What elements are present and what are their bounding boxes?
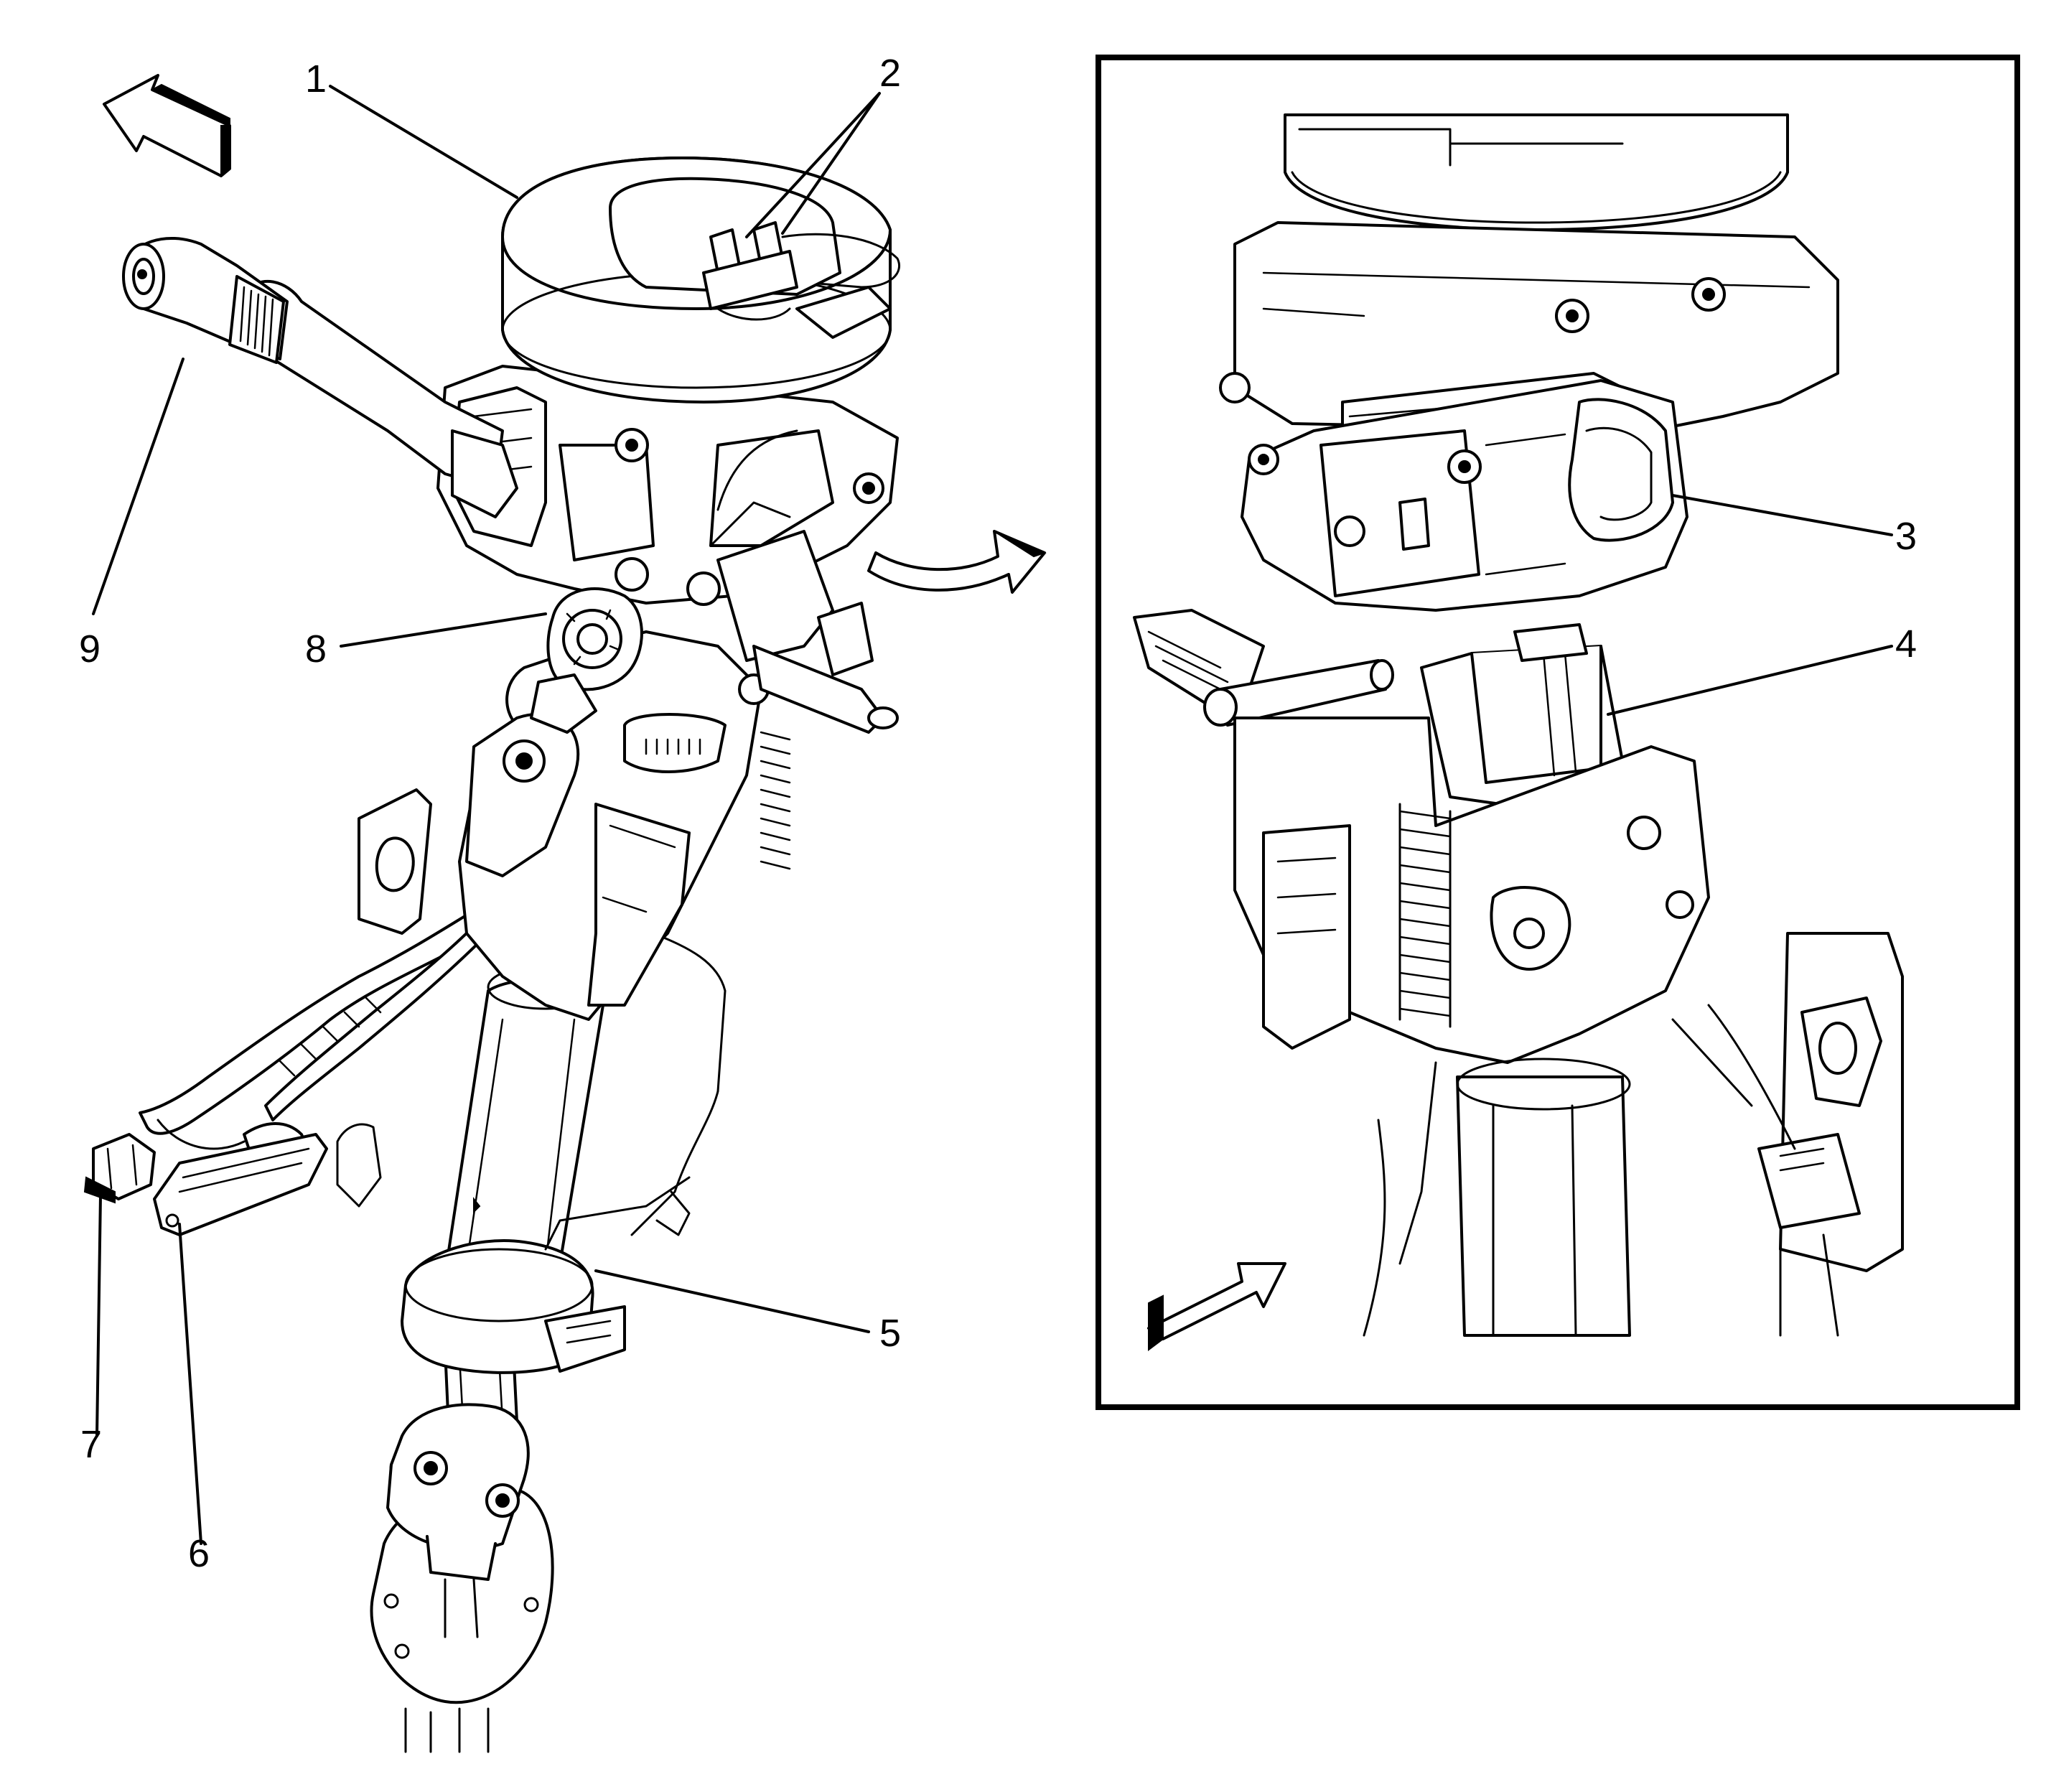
callout-7: 7	[80, 1423, 102, 1466]
module-4	[1420, 623, 1624, 806]
leader-2	[745, 92, 881, 238]
leader-4	[1607, 645, 1893, 716]
leader-1	[329, 85, 518, 199]
lock-housing-3	[1241, 379, 1688, 612]
callout-9: 9	[79, 627, 101, 671]
view-direction-arrow-icon	[1147, 1262, 1286, 1351]
main-view: 1 2 5 6 7 8 9	[79, 52, 1047, 1753]
curved-arrow-icon	[867, 530, 1047, 594]
callout-2: 2	[879, 52, 901, 95]
callout-6: 6	[188, 1532, 210, 1575]
leader-6	[178, 1223, 202, 1545]
multifunction-lever-9	[122, 237, 518, 518]
leader-7	[95, 1194, 102, 1437]
leader-3	[1671, 494, 1893, 536]
callout-3: 3	[1895, 515, 1917, 558]
leader-9	[92, 358, 184, 615]
column-bracket	[336, 788, 727, 1236]
upper-housing	[436, 365, 899, 734]
callout-4: 4	[1895, 622, 1917, 666]
callout-8: 8	[305, 627, 327, 671]
leader-8	[340, 612, 547, 648]
ignition-switch-8	[530, 587, 643, 734]
connector-7	[83, 1133, 156, 1204]
wiring-harness	[139, 896, 504, 1165]
inset-callouts: 3 4	[1607, 494, 1917, 716]
clock-spring-1	[501, 157, 900, 403]
intermediate-shaft	[386, 1348, 530, 1638]
callout-1: 1	[305, 57, 327, 101]
inset-view: 3 4	[1096, 55, 2020, 1410]
view-direction-arrow-icon	[103, 74, 231, 178]
leader-5	[594, 1269, 870, 1333]
main-callouts: 1 2 5 6 7 8 9	[79, 52, 901, 1575]
lower-bearing-sensor	[401, 1176, 691, 1374]
module-6	[153, 1133, 328, 1236]
callout-5: 5	[879, 1312, 901, 1355]
inset-frame	[1096, 55, 2020, 1410]
tilt-housing	[458, 630, 791, 1021]
